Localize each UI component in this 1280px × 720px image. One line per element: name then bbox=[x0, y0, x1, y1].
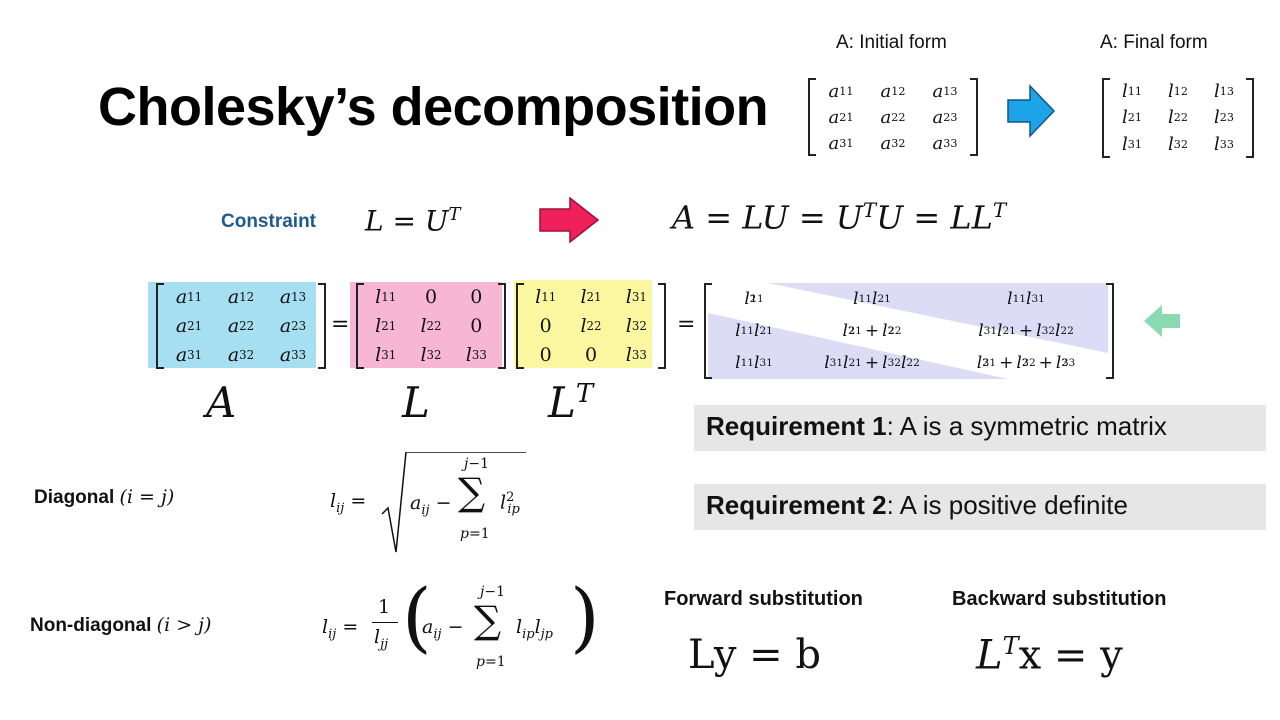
right-arrow-icon bbox=[539, 196, 600, 244]
equals-sign: = bbox=[331, 312, 350, 337]
cholesky-identity: A = LU = UTU = LLT bbox=[672, 198, 1007, 237]
right-arrow-icon bbox=[1007, 84, 1056, 138]
matrix-lt-highlight bbox=[514, 280, 652, 368]
equals-sign: = bbox=[677, 312, 696, 337]
matrix-cell: 0 bbox=[584, 343, 598, 366]
matrix-l-highlight bbox=[350, 282, 502, 368]
initial-form-caption: A: Initial form bbox=[836, 32, 947, 53]
backward-equation: LTx = y bbox=[976, 632, 1123, 679]
matrix-cell: 0 bbox=[539, 314, 552, 337]
forward-equation: Ly = b bbox=[688, 632, 822, 678]
non-diagonal-formula: lij = 1 ljj ( aij − j−1 ∑ p=1 lipljp ) bbox=[322, 572, 600, 670]
label-a: A bbox=[206, 378, 237, 427]
matrix-cell: 0 bbox=[424, 286, 438, 309]
diagonal-formula: lij = aij − j−1 ∑ p=1 l2ip bbox=[330, 452, 530, 558]
final-form-caption: A: Final form bbox=[1100, 32, 1208, 53]
diagonal-label: Diagonal (i = j) bbox=[34, 486, 175, 508]
label-lt: LT bbox=[548, 378, 594, 427]
backward-substitution-label: Backward substitution bbox=[952, 588, 1167, 610]
product-highlight bbox=[708, 283, 1108, 379]
left-arrow-icon bbox=[1144, 305, 1180, 337]
requirement-1: Requirement 1: A is a symmetric matrix bbox=[694, 405, 1266, 451]
forward-substitution-label: Forward substitution bbox=[664, 588, 863, 610]
non-diagonal-label: Non-diagonal (i > j) bbox=[30, 614, 212, 636]
matrix-a-highlight bbox=[148, 282, 316, 368]
constraint-equation: L = UT bbox=[365, 204, 461, 238]
label-l: L bbox=[402, 378, 430, 427]
constraint-label: Constraint bbox=[221, 211, 316, 232]
requirement-2: Requirement 2: A is positive definite bbox=[694, 484, 1266, 530]
matrix-cell: 0 bbox=[470, 286, 483, 309]
matrix-cell: 0 bbox=[539, 343, 552, 366]
matrix-cell: 0 bbox=[470, 314, 483, 337]
page-title: Cholesky’s decomposition bbox=[98, 77, 769, 137]
